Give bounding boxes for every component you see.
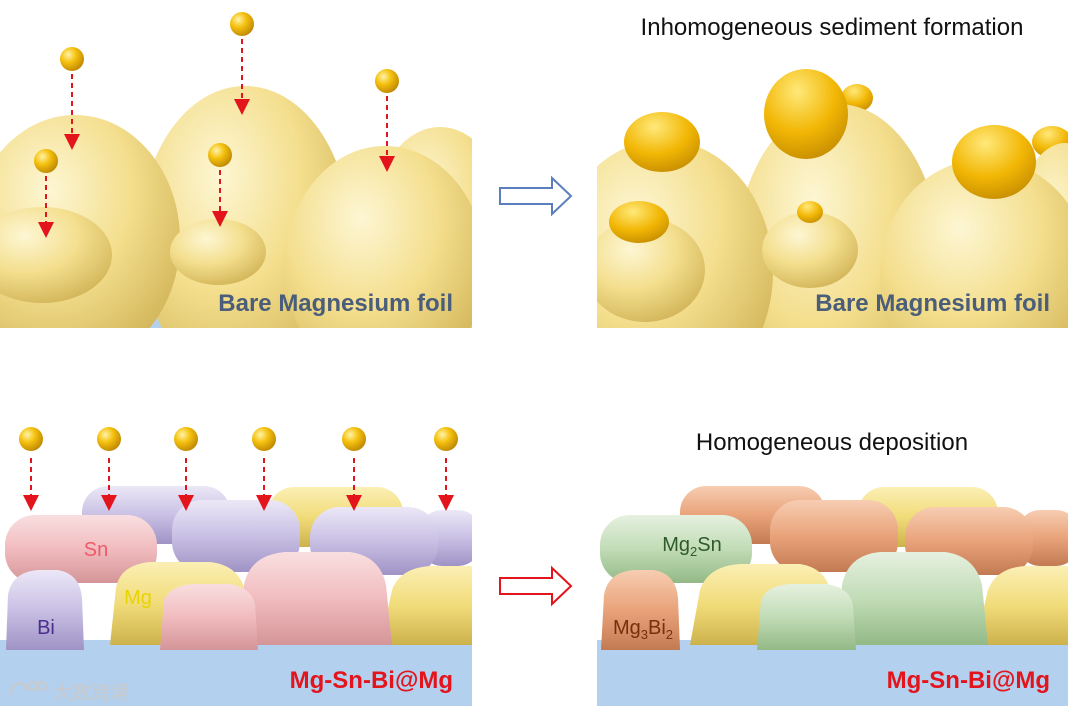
- mg-ion-sphere: [230, 12, 254, 36]
- deposit-dome: [285, 146, 485, 386]
- sediment-cap: [624, 112, 700, 172]
- mg2sn-crystal: [838, 552, 988, 645]
- deposit-dome: [170, 219, 266, 285]
- panel-title: Homogeneous deposition: [696, 429, 968, 456]
- mg-crystal: [380, 566, 472, 645]
- sediment-cap: [797, 201, 823, 223]
- mg-ion-sphere: [34, 149, 58, 173]
- panel-label: Bare Magnesium foil: [815, 290, 1050, 317]
- panel-title: Inhomogeneous sediment formation: [641, 14, 1024, 41]
- mg-ion-sphere: [375, 69, 399, 93]
- mg-ion-sphere: [434, 427, 458, 451]
- mg-ion-sphere: [19, 427, 43, 451]
- watermark-text: 大数跨境: [53, 682, 129, 704]
- mg2sn-crystal: [757, 584, 856, 650]
- crystal-label-mg: Mg: [124, 587, 152, 609]
- sediment-cap: [764, 69, 848, 159]
- sn-crystal: [240, 552, 392, 645]
- mg-ion-sphere: [174, 427, 198, 451]
- panel-bare-mg-initial: [0, 86, 510, 386]
- crystal-label-bi: Bi: [37, 617, 55, 639]
- transition-arrow-bottom: [500, 568, 571, 604]
- mg-ion-sphere: [208, 143, 232, 167]
- panel-label: Mg-Sn-Bi@Mg: [887, 667, 1050, 694]
- transition-arrow-top: [500, 178, 571, 214]
- panel-label: Mg-Sn-Bi@Mg: [290, 667, 453, 694]
- panel-label: Bare Magnesium foil: [218, 290, 453, 317]
- sediment-cap: [609, 201, 669, 243]
- panel-bare-mg-result: [553, 69, 1080, 424]
- sediment-cap: [952, 125, 1036, 199]
- sn-crystal: [160, 584, 258, 650]
- mg-ion-sphere: [252, 427, 276, 451]
- mg-ion-drops-bottom: [19, 427, 458, 503]
- mg-crystal: [975, 566, 1068, 645]
- deposit-dome: [762, 212, 858, 288]
- mg-ion-sphere: [97, 427, 121, 451]
- mg-ion-sphere: [60, 47, 84, 71]
- crystal-label-sn: Sn: [84, 539, 108, 561]
- mg-ion-sphere: [342, 427, 366, 451]
